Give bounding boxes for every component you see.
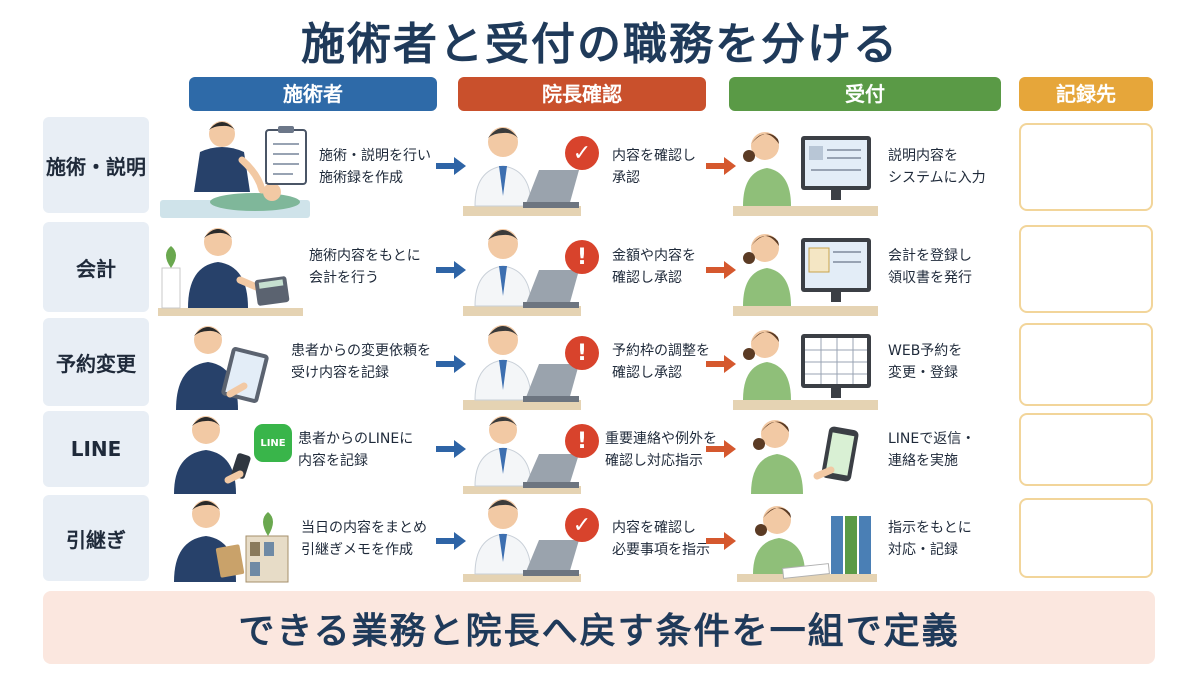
arrow-right-icon xyxy=(706,532,736,550)
practitioner-text-line: 会計を行う xyxy=(309,270,379,286)
record-box xyxy=(1019,123,1153,211)
reception-text: LINEで返信・ 連絡を実施 xyxy=(888,428,975,472)
director-at-laptop-illustration xyxy=(463,229,581,316)
check-icon: ✓ xyxy=(565,508,599,542)
practitioner-text-line: 患者からのLINEに xyxy=(298,431,414,447)
column-header-reception: 受付 xyxy=(729,77,1001,111)
receptionist-at-computer-illustration xyxy=(733,234,878,316)
director-text-line: 確認し承認 xyxy=(612,365,682,381)
arrow-right-icon xyxy=(706,261,736,279)
exclamation-icon: ! xyxy=(565,240,599,274)
line-logo-icon: LINE xyxy=(254,424,292,462)
column-header-director: 院長確認 xyxy=(458,77,706,111)
record-box xyxy=(1019,323,1153,406)
row-label-reservation-change: 予約変更 xyxy=(43,318,149,406)
exclamation-icon: ! xyxy=(565,336,599,370)
practitioner-text-line: 引継ぎメモを作成 xyxy=(301,542,413,558)
reception-text-line: 対応・記録 xyxy=(888,542,958,558)
director-text: 内容を確認し 必要事項を指示 xyxy=(612,517,710,561)
director-text: 内容を確認し 承認 xyxy=(612,145,696,189)
practitioner-treating-patient-illustration xyxy=(160,121,310,218)
arrow-right-icon xyxy=(436,532,466,550)
practitioner-text-line: 施術内容をもとに xyxy=(309,248,421,264)
director-at-laptop-illustration xyxy=(463,416,581,494)
record-box xyxy=(1019,225,1153,313)
director-at-laptop-illustration xyxy=(463,499,581,582)
reception-text: WEB予約を 変更・登録 xyxy=(888,340,962,384)
practitioner-text: 施術・説明を行い 施術録を作成 xyxy=(319,145,431,189)
practitioner-text: 患者からのLINEに 内容を記録 xyxy=(298,428,413,472)
director-text-line: 予約枠の調整を xyxy=(612,343,710,359)
practitioner-text-line: 受け内容を記録 xyxy=(291,365,389,381)
reception-text-line: 変更・登録 xyxy=(888,365,958,381)
arrow-right-icon xyxy=(706,157,736,175)
reception-text: 指示をもとに 対応・記録 xyxy=(888,517,972,561)
row-label-handover: 引継ぎ xyxy=(43,495,149,581)
record-box xyxy=(1019,498,1153,578)
director-text: 予約枠の調整を 確認し承認 xyxy=(612,340,710,384)
director-text-line: 重要連絡や例外を xyxy=(605,431,717,447)
row-label-accounting: 会計 xyxy=(43,222,149,312)
exclamation-icon: ! xyxy=(565,424,599,458)
director-text-line: 確認し承認 xyxy=(612,270,682,286)
page-title: 施術者と受付の職務を分ける xyxy=(301,19,899,70)
practitioner-with-smartphone-illustration xyxy=(174,416,251,494)
arrow-right-icon xyxy=(436,355,466,373)
check-icon: ✓ xyxy=(565,136,599,170)
reception-text-line: 連絡を実施 xyxy=(888,453,958,469)
practitioner-with-tablet-illustration xyxy=(176,326,269,410)
reception-text-line: WEB予約を xyxy=(888,343,963,359)
practitioner-with-clipboard-illustration xyxy=(174,500,289,583)
director-text-line: 内容を確認し xyxy=(612,148,696,164)
receptionist-writing-with-binders-illustration xyxy=(737,506,877,582)
row-label-line: LINE xyxy=(43,411,149,487)
reception-text-line: システムに入力 xyxy=(888,170,986,186)
director-text-line: 確認し対応指示 xyxy=(605,453,703,469)
reception-text: 会計を登録し 領収書を発行 xyxy=(888,245,972,289)
practitioner-text-line: 施術録を作成 xyxy=(319,170,403,186)
reception-text-line: 会計を登録し xyxy=(888,248,972,264)
director-text-line: 内容を確認し xyxy=(612,520,696,536)
reception-text: 説明内容を システムに入力 xyxy=(888,145,986,189)
director-text-line: 金額や内容を xyxy=(612,248,696,264)
director-at-laptop-illustration xyxy=(463,325,581,410)
reception-text-line: 指示をもとに xyxy=(888,520,972,536)
column-header-practitioner: 施術者 xyxy=(189,77,437,111)
receptionist-with-smartphone-illustration xyxy=(751,420,859,494)
practitioner-text-line: 施術・説明を行い xyxy=(319,148,431,164)
director-text: 金額や内容を 確認し承認 xyxy=(612,245,696,289)
practitioner-text-line: 内容を記録 xyxy=(298,453,368,469)
arrow-right-icon xyxy=(436,440,466,458)
reception-text-line: 説明内容を xyxy=(888,148,958,164)
reception-text-line: 領収書を発行 xyxy=(888,270,972,286)
practitioner-with-calculator-illustration xyxy=(158,228,303,316)
arrow-right-icon xyxy=(706,440,736,458)
arrow-right-icon xyxy=(706,355,736,373)
practitioner-text-line: 患者からの変更依頼を xyxy=(291,343,431,359)
director-text-line: 必要事項を指示 xyxy=(612,542,710,558)
director-text: 重要連絡や例外を 確認し対応指示 xyxy=(605,428,717,472)
receptionist-at-computer-illustration xyxy=(733,132,878,216)
row-label-treatment: 施術・説明 xyxy=(43,117,149,213)
practitioner-text: 患者からの変更依頼を 受け内容を記録 xyxy=(291,340,431,384)
director-at-laptop-illustration xyxy=(463,127,581,216)
reception-text-line: LINEで返信・ xyxy=(888,431,976,447)
arrow-right-icon xyxy=(436,261,466,279)
practitioner-text-line: 当日の内容をまとめ xyxy=(301,520,427,536)
footer-banner: できる業務と院長へ戻す条件を一組で定義 xyxy=(43,591,1155,664)
practitioner-text: 当日の内容をまとめ 引継ぎメモを作成 xyxy=(301,517,427,561)
column-header-record: 記録先 xyxy=(1019,77,1153,111)
receptionist-at-calendar-screen-illustration xyxy=(733,330,878,410)
record-box xyxy=(1019,413,1153,486)
practitioner-text: 施術内容をもとに 会計を行う xyxy=(309,245,421,289)
director-text-line: 承認 xyxy=(612,170,640,186)
arrow-right-icon xyxy=(436,157,466,175)
